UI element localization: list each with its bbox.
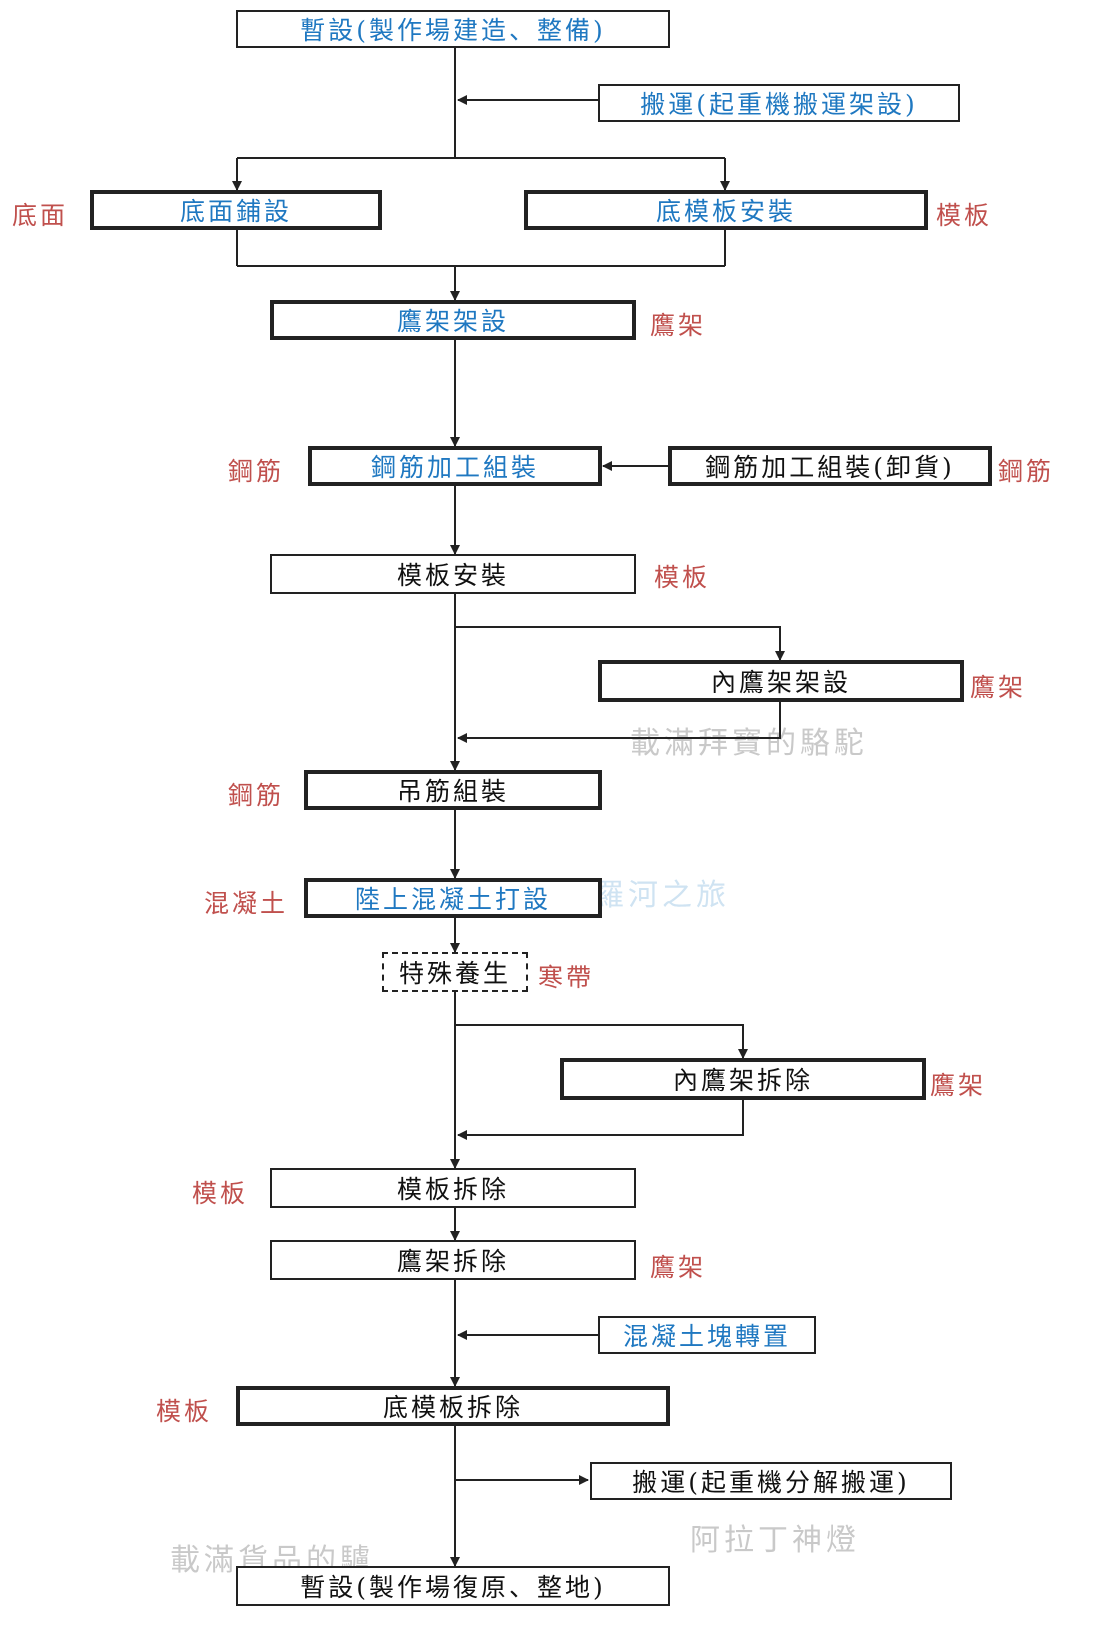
step-inner-scaffold-erect: 內鷹架架設: [598, 660, 964, 702]
step-scaffold-remove: 鷹架拆除: [270, 1240, 636, 1280]
connector-inner-scaffold-back: [457, 702, 781, 743]
step-temp-setup: 暫設(製作場建造、整備): [236, 10, 670, 48]
step-temp-restore: 暫設(製作場復原、整地): [236, 1566, 670, 1606]
connector-inner-remove-back: [457, 1100, 744, 1140]
step-transport-crane: 搬運(起重機搬運架設): [598, 84, 960, 122]
label-cold-zone: 寒帶: [538, 963, 595, 992]
label-rebar-left: 鋼筋: [228, 457, 285, 486]
label-formwork-4: 模板: [156, 1397, 213, 1426]
label-scaffold-3: 鷹架: [930, 1071, 987, 1100]
connector-inner-remove-out: [455, 1024, 748, 1059]
step-bottom-form-remove: 底模板拆除: [236, 1386, 670, 1426]
label-scaffold-4: 鷹架: [650, 1253, 707, 1282]
watermark-lamp-caption: 阿拉丁神燈: [690, 1523, 860, 1558]
label-base-surface: 底面: [12, 201, 69, 230]
label-formwork-2: 模板: [654, 563, 711, 592]
label-formwork-1: 模板: [936, 201, 993, 230]
step-rebar-unload: 鋼筋加工組裝(卸貨): [668, 446, 992, 486]
step-lifting-rebar: 吊筋組裝: [304, 770, 602, 810]
step-special-curing: 特殊養生: [382, 952, 528, 992]
step-formwork-remove: 模板拆除: [270, 1168, 636, 1208]
label-rebar-right: 鋼筋: [998, 457, 1055, 486]
step-scaffold-erect: 鷹架架設: [270, 300, 636, 340]
label-rebar-3: 鋼筋: [228, 781, 285, 810]
step-concrete-block-transfer: 混凝土塊轉置: [598, 1316, 816, 1354]
step-transport-dismantle: 搬運(起重機分解搬運): [590, 1462, 952, 1500]
step-inner-scaffold-remove: 內鷹架拆除: [560, 1058, 926, 1100]
label-scaffold-1: 鷹架: [650, 311, 707, 340]
connector-inner-scaffold-out: [455, 626, 785, 661]
step-concrete-pour: 陸上混凝土打設: [304, 878, 602, 918]
step-base-paving: 底面鋪設: [90, 190, 382, 230]
step-bottom-form-install: 底模板安裝: [524, 190, 928, 230]
label-scaffold-2: 鷹架: [970, 673, 1027, 702]
watermark-camel-caption: 載滿拜寶的駱駝: [630, 726, 868, 761]
label-formwork-3: 模板: [192, 1179, 249, 1208]
label-concrete: 混凝土: [204, 889, 289, 918]
step-formwork-install: 模板安裝: [270, 554, 636, 594]
step-rebar-assembly: 鋼筋加工組裝: [308, 446, 602, 486]
